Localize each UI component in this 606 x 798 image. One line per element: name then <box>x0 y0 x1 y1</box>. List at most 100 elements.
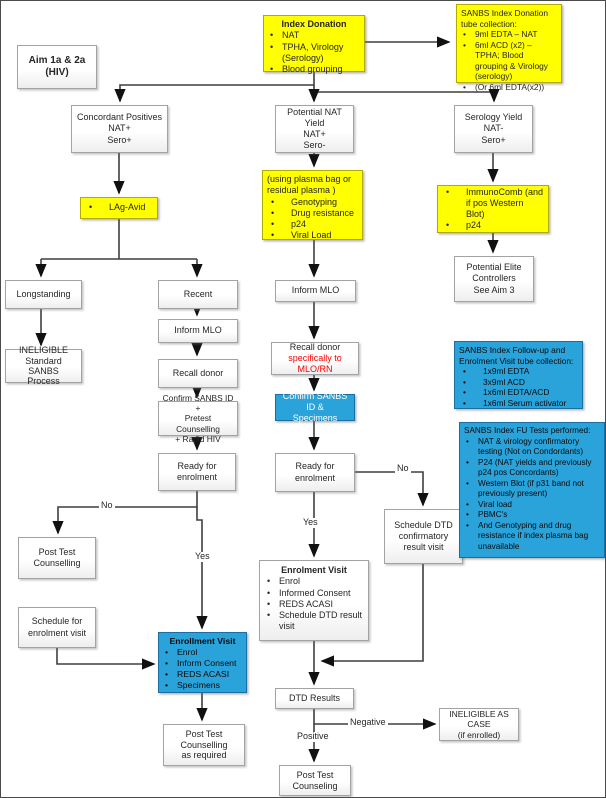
list-item: Viral load <box>464 500 600 511</box>
list-item: Blood grouping <box>268 64 360 75</box>
recall-donor-mid-box: Recall donor specifically to MLO/RN <box>271 342 359 375</box>
box-line: Inform MLO <box>174 325 222 336</box>
followup-tube-collection-box: SANBS Index Follow-up and Enrolment Visi… <box>454 341 583 409</box>
box-line: Longstanding <box>16 288 71 299</box>
box-line: (if enrolled) <box>457 729 501 740</box>
aim-line: Aim 1a & 2a <box>28 54 86 66</box>
box-line: NAT+ <box>108 123 131 134</box>
box-line: Schedule DTD <box>394 519 453 530</box>
index-donation-box: Index Donation NAT TPHA, Virology (Serol… <box>263 15 365 75</box>
edge-label-no-mid: No <box>395 463 411 474</box>
list-item: ImmunoComb (and if pos Western Blot) <box>442 187 544 221</box>
box-line: enrolment <box>294 472 336 483</box>
box-line: Recall donor <box>172 367 224 378</box>
ineligible-as-case-box: INELIGIBLE AS CASE (if enrolled) <box>439 708 519 741</box>
aim-line: (HIV) <box>45 67 69 78</box>
recall-mlo-rn-note: specifically to MLO/RN <box>288 352 342 375</box>
list-item: REDS ACASI <box>163 669 242 680</box>
box-line: enrolment visit <box>27 627 87 638</box>
box-line: Serology Yield <box>464 112 523 123</box>
list-item: 3x9ml ACD <box>459 377 578 388</box>
list-item: LAg-Avid <box>85 202 153 213</box>
list-item: Inform Consent <box>163 658 242 669</box>
list-item: Schedule DTD result visit <box>265 610 363 633</box>
plasma-tests-heading: (using plasma bag or <box>267 174 352 184</box>
box-line: Potential Elite <box>466 262 522 273</box>
ready-enrolment-mid-box: Ready for enrolment <box>275 453 355 492</box>
list-item: NAT & virology confirmatory testing (Not… <box>464 437 600 458</box>
followup-tubes-heading: SANBS Index Follow-up and <box>459 345 566 355</box>
list-item: 1x6ml Serum activator <box>459 398 578 409</box>
list-item: 1x9ml EDTA <box>459 366 578 377</box>
dtd-results-box: DTD Results <box>275 688 354 709</box>
list-item: 1x6ml EDTA/ACD <box>459 387 578 398</box>
list-item: PBMC's <box>464 510 600 521</box>
box-line: as required <box>181 750 227 761</box>
post-test-counselling-required-box: Post Test Counselling as required <box>163 724 245 766</box>
box-line: DTD Results <box>288 692 340 703</box>
list-item: Drug resistance <box>267 208 358 219</box>
list-item: 9ml EDTA – NAT <box>461 29 557 40</box>
inform-mlo-left-box: Inform MLO <box>158 319 238 343</box>
edge-label-positive: Positive <box>295 731 331 742</box>
box-line: Post Test <box>185 728 223 739</box>
box-line: NAT+ <box>303 129 326 139</box>
box-line: Schedule for <box>31 616 83 627</box>
list-item: TPHA, Virology (Serology) <box>268 42 360 65</box>
followup-tubes-heading: Enrolment Visit tube collection: <box>459 355 574 366</box>
box-line: Post Test <box>296 769 334 780</box>
box-line: Potential NAT Yield <box>287 106 342 128</box>
box-line: Counselling <box>180 739 228 750</box>
fu-tests-box: SANBS Index FU Tests performed: NAT & vi… <box>459 422 605 558</box>
inform-mlo-mid-box: Inform MLO <box>275 280 356 302</box>
box-line: See Aim 3 <box>473 284 515 295</box>
confirm-specimens-box: Confirm SANBS ID & Specimens <box>275 390 355 424</box>
recent-box: Recent <box>158 280 238 309</box>
fu-tests-heading: SANBS Index FU Tests performed: <box>464 426 591 435</box>
ineligible-sanbs-box: INELIGIBLE Standard SANBS Process <box>5 345 82 387</box>
post-test-counselling-left-box: Post Test Counselling <box>18 537 96 579</box>
box-line: Recent <box>183 288 213 299</box>
tube-collection-box: SANBS Index Donation tube collection: 9m… <box>456 4 562 92</box>
box-line: confirmatory <box>398 530 449 541</box>
list-item: NAT <box>268 30 360 41</box>
post-test-counseling-bottom-box: Post Test Counseling <box>279 765 351 796</box>
longstanding-box: Longstanding <box>5 280 82 309</box>
recall-donor-left-box: Recall donor <box>158 359 238 388</box>
box-line: Process <box>27 376 60 387</box>
enrolment-visit-title: Enrolment Visit <box>281 565 347 575</box>
edge-label-negative: Negative <box>348 717 388 728</box>
lag-avid-box: LAg-Avid <box>80 197 158 219</box>
list-item: Western Blot (if p31 band not previously… <box>464 479 600 500</box>
list-item: P24 (NAT yields and previously p24 pos C… <box>464 458 600 479</box>
box-line: Sero- <box>303 140 326 151</box>
list-item: Enrol <box>265 576 363 587</box>
edge-label-yes-mid: Yes <box>301 517 320 528</box>
box-line: Counselling <box>33 558 81 568</box>
box-line: Specimens <box>292 413 338 424</box>
enrollment-visit-title: Enrollment Visit <box>169 636 236 646</box>
box-line: + Rapid HIV <box>175 433 221 444</box>
concordant-positives-box: Concordant Positives NAT+ Sero+ <box>71 105 168 153</box>
edge-label-yes-left: Yes <box>193 551 212 562</box>
schedule-dtd-box: Schedule DTD confirmatory result visit <box>384 509 463 564</box>
list-item: And Genotyping and drug resistance if in… <box>464 521 600 553</box>
list-item: Informed Consent <box>265 588 363 599</box>
list-item: p24 <box>267 219 358 230</box>
box-line: Pretest Counselling <box>176 413 220 434</box>
box-line: Sero+ <box>481 134 506 145</box>
enrolment-visit-white-box: Enrolment Visit Enrol Informed Consent R… <box>259 560 369 641</box>
box-line: Confirm SANBS ID & <box>282 390 348 412</box>
elite-controllers-box: Potential Elite Controllers See Aim 3 <box>454 256 534 302</box>
box-line: Standard SANBS <box>25 355 62 376</box>
edge-label-no-left: No <box>99 500 115 511</box>
plasma-tests-box: (using plasma bag or residual plasma ) G… <box>262 170 363 240</box>
index-donation-title: Index Donation <box>281 19 347 29</box>
box-line: Confirm SANBS ID + <box>162 393 234 414</box>
box-line: Ready for <box>177 460 217 471</box>
list-item: p24 <box>442 220 544 231</box>
box-line: Counseling <box>292 780 338 791</box>
box-line: INELIGIBLE AS CASE <box>449 708 509 730</box>
box-line: NAT- <box>483 123 504 134</box>
